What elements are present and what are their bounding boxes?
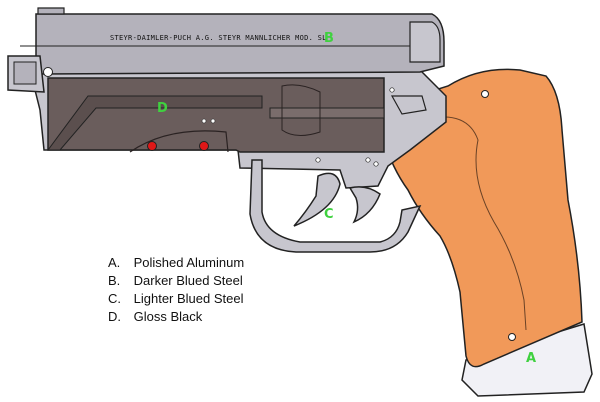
slide-engraving: STEYR-DAIMLER-PUCH A.G. STEYR MANNLICHER…: [110, 34, 327, 42]
receiver-screw-1: [201, 118, 207, 124]
receiver-slot: [269, 107, 385, 119]
frame-pin-2: [365, 157, 371, 163]
slide-pin: [43, 67, 53, 77]
indicator-light-left: [147, 141, 157, 151]
label-receiver: D: [157, 101, 168, 116]
grip-screw-bottom: [508, 333, 516, 341]
slide-rear: [409, 21, 441, 63]
frame-pin-3: [373, 161, 379, 167]
slide-body: [35, 13, 445, 75]
muzzle-bore: [13, 61, 37, 85]
frame-pin-4: [389, 87, 395, 93]
legend-row-c: C. Lighter Blued Steel: [108, 291, 244, 306]
indicator-light-right: [199, 141, 209, 151]
frame-pin-1: [315, 157, 321, 163]
receiver-arc: [129, 130, 229, 153]
trigger: [293, 172, 341, 227]
color-legend: A. Polished Aluminum B. Darker Blued Ste…: [108, 254, 244, 326]
receiver-window: [281, 84, 321, 136]
label-trigger: C: [324, 207, 334, 222]
grip-screw-top: [481, 90, 489, 98]
label-grip: A: [526, 351, 536, 366]
receiver-screw-2: [210, 118, 216, 124]
legend-row-b: B. Darker Blued Steel: [108, 273, 243, 288]
receiver-bevel: [47, 95, 263, 151]
hammer: [390, 95, 427, 115]
legend-row-a: A. Polished Aluminum: [108, 255, 245, 270]
trigger-rear-lever: [348, 186, 381, 224]
grip-butt-cap: [461, 323, 593, 397]
trigger-guard: [249, 159, 422, 253]
label-slide: B: [324, 31, 334, 46]
front-sight: [37, 7, 65, 15]
legend-row-d: D. Gloss Black: [108, 309, 203, 324]
grip-contour: [431, 116, 527, 331]
